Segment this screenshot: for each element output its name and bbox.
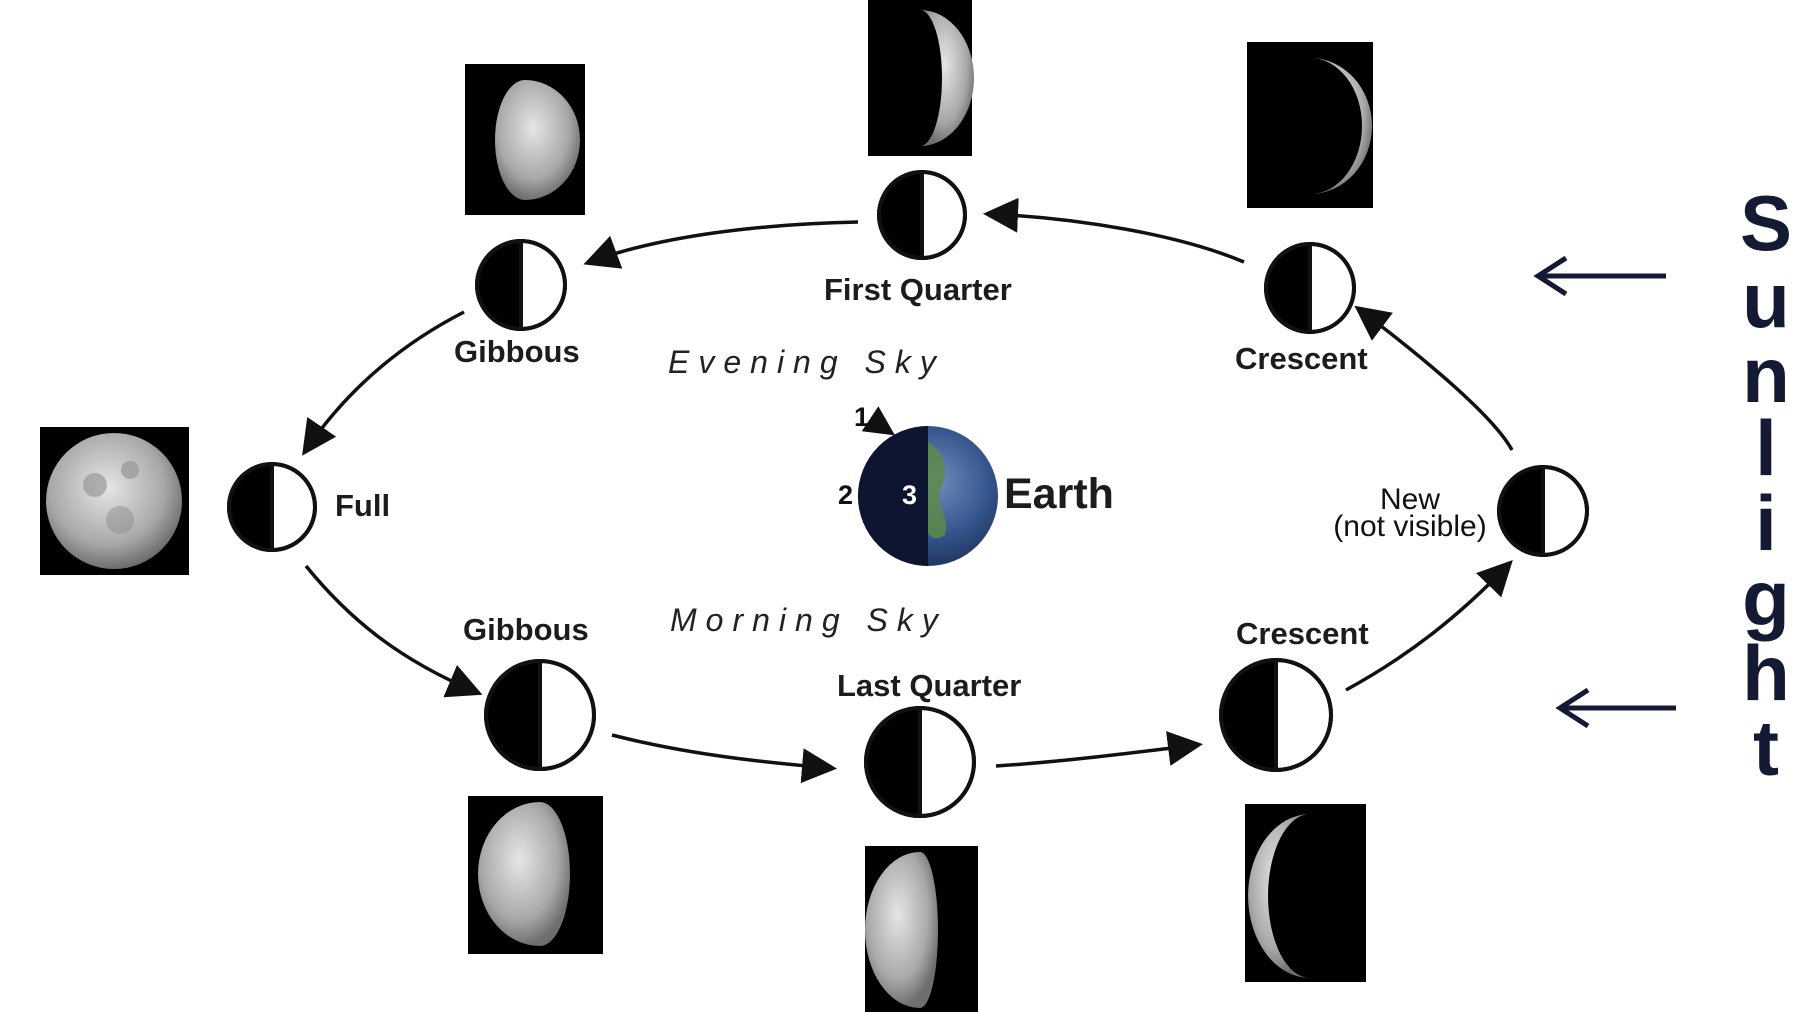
label-full: Full bbox=[335, 488, 391, 523]
sunlight-letter: h bbox=[1742, 629, 1790, 717]
moon-circle-crescent-top bbox=[1264, 241, 1356, 335]
label-gibbous-bottom: Gibbous bbox=[463, 612, 589, 647]
arrow-first-quarter-to-gibbous-top bbox=[583, 220, 859, 269]
moon-circle-full bbox=[227, 461, 317, 553]
marker-3-label: 3 bbox=[902, 480, 918, 510]
moon-circle-first-quarter bbox=[877, 169, 967, 261]
label-earth: Earth bbox=[1004, 470, 1114, 518]
photo-crescent-top bbox=[1247, 42, 1373, 208]
arrow-new-to-crescent-top bbox=[1354, 305, 1514, 451]
marker-2-label: 2 bbox=[838, 480, 854, 510]
sunlight-arrow-bottom bbox=[1555, 687, 1676, 729]
arrow-last-quarter-to-crescent bbox=[995, 731, 1203, 768]
label-gibbous-top: Gibbous bbox=[454, 334, 580, 369]
sunlight-letter: g bbox=[1742, 554, 1790, 642]
photo-crescent-bottom bbox=[1245, 804, 1366, 982]
moon-circle-last-quarter bbox=[864, 705, 976, 819]
moon-phase-circles bbox=[227, 169, 1589, 819]
photo-last-quarter bbox=[865, 846, 978, 1012]
sunlight-arrow-top bbox=[1533, 255, 1666, 297]
moon-circle-gibbous-top bbox=[475, 238, 567, 332]
sunlight-letter: i bbox=[1755, 479, 1777, 567]
label-new-line1: New bbox=[1379, 483, 1440, 516]
photo-full bbox=[40, 427, 189, 575]
arrow-full-to-gibbous-bottom bbox=[304, 564, 483, 698]
sunlight-arrows bbox=[1533, 255, 1676, 729]
marker-1-label: 1 bbox=[854, 402, 870, 432]
label-evening-sky: Evening Sky bbox=[668, 344, 945, 380]
moon-photos bbox=[40, 0, 1373, 1012]
sunlight-letter: S bbox=[1739, 179, 1793, 267]
arrow-gibbous-to-last-quarter bbox=[611, 733, 837, 784]
sunlight-letter: n bbox=[1742, 331, 1790, 419]
photo-gibbous-top bbox=[465, 64, 585, 215]
moon-circle-crescent-bottom bbox=[1219, 657, 1333, 773]
earth-globe bbox=[858, 426, 998, 566]
arrow-crescent-to-new bbox=[1345, 559, 1513, 692]
label-new: New (not visible) bbox=[1314, 483, 1506, 543]
sunlight-letter: u bbox=[1742, 256, 1790, 344]
orbit-arrows bbox=[302, 197, 1514, 784]
label-crescent-top: Crescent bbox=[1235, 341, 1368, 376]
label-crescent-bottom: Crescent bbox=[1236, 616, 1369, 651]
sunlight-letter: l bbox=[1755, 404, 1777, 492]
label-last-quarter: Last Quarter bbox=[837, 668, 1022, 703]
moon-circle-new bbox=[1497, 464, 1589, 558]
label-new-line2: (not visible) bbox=[1333, 510, 1487, 543]
marker-1-arrow bbox=[861, 406, 895, 436]
sunlight-letter: t bbox=[1753, 704, 1779, 792]
label-first-quarter: First Quarter bbox=[824, 272, 1012, 307]
moon-circle-gibbous-bottom bbox=[484, 658, 596, 772]
arrow-crescent-to-first-quarter bbox=[983, 197, 1245, 264]
arrow-gibbous-to-full bbox=[302, 310, 465, 456]
photo-gibbous-bottom bbox=[468, 796, 603, 954]
photo-first-quarter bbox=[868, 0, 974, 156]
label-morning-sky: Morning Sky bbox=[670, 602, 947, 638]
